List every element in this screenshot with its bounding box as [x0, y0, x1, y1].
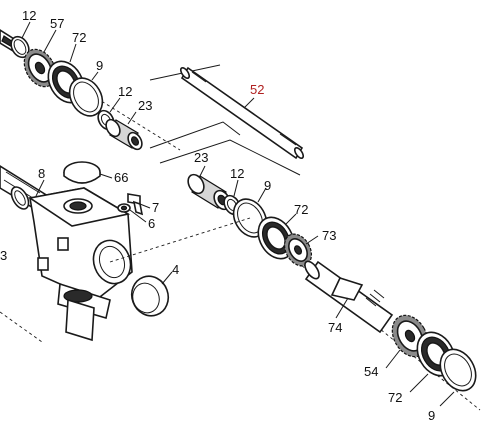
label-4: 4: [172, 262, 179, 277]
gearbox-housing-3: [0, 165, 133, 342]
cap-66: [63, 161, 101, 184]
leader-lines: [21, 21, 455, 407]
label-73: 73: [322, 228, 336, 243]
label-52: 52: [250, 82, 264, 97]
shaft-52: [179, 66, 305, 160]
label-9-mid: 9: [264, 178, 271, 193]
label-6: 6: [148, 216, 155, 231]
label-9-lower: 9: [428, 408, 435, 423]
label-8: 8: [38, 166, 45, 181]
label-12-top: 12: [22, 8, 36, 23]
bolt-7: [127, 193, 144, 216]
seal-8: [10, 186, 30, 210]
circlip-9-upper: [68, 77, 104, 117]
bracket-line-upper: [149, 121, 241, 149]
bracket-line-mid: [159, 139, 301, 176]
label-3: 3: [0, 248, 7, 263]
label-9-top: 9: [96, 58, 103, 73]
washer-6: [117, 203, 131, 213]
plug-4: [130, 275, 170, 317]
label-66: 66: [114, 170, 128, 185]
housing-to-shaft-axis: [109, 217, 251, 263]
label-23-lower: 23: [194, 150, 208, 165]
label-54: 54: [364, 364, 378, 379]
upper-axis-line: [0, 37, 181, 151]
label-72-lower: 72: [388, 390, 402, 405]
label-7: 7: [152, 200, 159, 215]
label-72-mid: 72: [294, 202, 308, 217]
label-72-top: 72: [72, 30, 86, 45]
housing-axis-line: [0, 311, 43, 343]
label-12-mid: 12: [118, 84, 132, 99]
label-57: 57: [50, 16, 64, 31]
bushing-23-lower: [187, 173, 231, 211]
label-74: 74: [328, 320, 342, 335]
circlip-9-lower: [439, 348, 477, 392]
shaft-74: [304, 260, 394, 334]
gear-73: [283, 233, 313, 267]
bushing-23-upper: [105, 118, 143, 151]
label-12-lower: 12: [230, 166, 244, 181]
label-23-top: 23: [138, 98, 152, 113]
